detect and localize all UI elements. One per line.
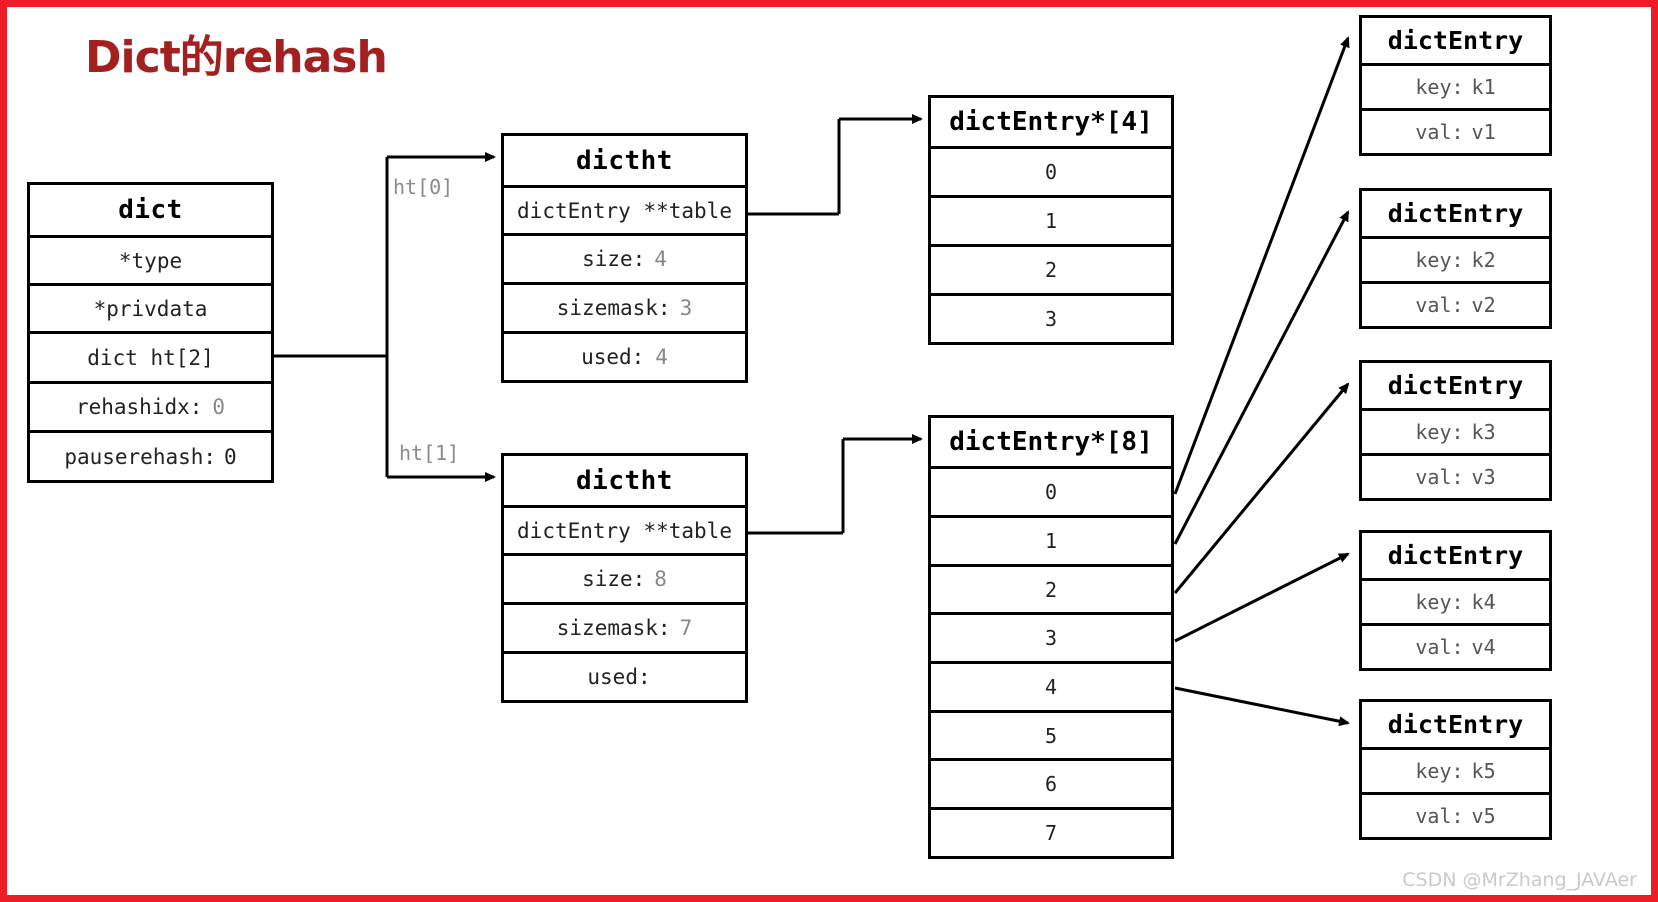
array4-slot-2: 2 [931, 244, 1171, 293]
dictentry-1-key: key:k1 [1362, 63, 1549, 108]
dictentry-box-2: dictEntry key:k2 val:v2 [1359, 188, 1552, 329]
dictht0-header: dictht [504, 136, 745, 185]
array4-slot-1: 1 [931, 195, 1171, 244]
dictentry-box-1: dictEntry key:k1 val:v1 [1359, 15, 1552, 156]
dictht1-field-sizemask: sizemask: 7 [504, 602, 745, 651]
dictentry-box-3: dictEntry key:k3 val:v3 [1359, 360, 1552, 501]
array8-slot-7: 7 [931, 807, 1171, 856]
dictentry-3-header: dictEntry [1362, 363, 1549, 408]
dictentry-3-val: val:v3 [1362, 453, 1549, 498]
dictht0-box: dictht dictEntry **table size: 4 sizemas… [501, 133, 748, 383]
array8-slot-6: 6 [931, 758, 1171, 807]
dictht1-field-table: dictEntry **table [504, 505, 745, 553]
dictentry-3-key: key:k3 [1362, 408, 1549, 453]
dictht0-field-sizemask: sizemask: 3 [504, 282, 745, 331]
dictentry-array-4: dictEntry*[4] 0 1 2 3 [928, 95, 1174, 345]
array4-header: dictEntry*[4] [931, 98, 1171, 146]
dictentry-1-header: dictEntry [1362, 18, 1549, 63]
array4-slot-3: 3 [931, 293, 1171, 342]
dictht1-header: dictht [504, 456, 745, 505]
ht0-label: ht[0] [393, 175, 454, 199]
dict-field-rehashidx: rehashidx: 0 [30, 381, 271, 430]
dictentry-4-key: key:k4 [1362, 578, 1549, 623]
dictentry-5-key: key:k5 [1362, 747, 1549, 792]
dictentry-2-key: key:k2 [1362, 236, 1549, 281]
array4-slot-0: 0 [931, 146, 1171, 195]
dictentry-box-4: dictEntry key:k4 val:v4 [1359, 530, 1552, 671]
dict-field-ht: dict ht[2] [30, 331, 271, 381]
array8-slot-1: 1 [931, 515, 1171, 564]
dict-header: dict [30, 185, 271, 235]
dictht0-field-size: size: 4 [504, 233, 745, 282]
array8-header: dictEntry*[8] [931, 418, 1171, 466]
dictentry-4-header: dictEntry [1362, 533, 1549, 578]
ht1-label: ht[1] [399, 441, 460, 465]
dictentry-array-8: dictEntry*[8] 0 1 2 3 4 5 6 7 [928, 415, 1174, 859]
dictentry-box-5: dictEntry key:k5 val:v5 [1359, 699, 1552, 840]
dict-field-type: *type [30, 235, 271, 283]
page-title: Dict的rehash [85, 32, 388, 83]
dictentry-4-val: val:v4 [1362, 623, 1549, 668]
dictentry-2-val: val:v2 [1362, 281, 1549, 326]
dictentry-1-val: val:v1 [1362, 108, 1549, 153]
dictht1-field-size: size: 8 [504, 553, 745, 602]
dictht0-field-used: used: 4 [504, 331, 745, 380]
dict-field-pauserehash: pauserehash: 0 [30, 430, 271, 480]
dict-struct-box: dict *type *privdata dict ht[2] rehashid… [27, 182, 274, 483]
array8-slot-2: 2 [931, 564, 1171, 612]
array8-slot-3: 3 [931, 612, 1171, 661]
dictht0-field-table: dictEntry **table [504, 185, 745, 233]
dict-field-privdata: *privdata [30, 283, 271, 331]
array8-slot-4: 4 [931, 661, 1171, 710]
array8-slot-0: 0 [931, 466, 1171, 515]
watermark: CSDN @MrZhang_JAVAer [1402, 869, 1637, 891]
array8-slot-5: 5 [931, 710, 1171, 758]
dictentry-2-header: dictEntry [1362, 191, 1549, 236]
dictht1-box: dictht dictEntry **table size: 8 sizemas… [501, 453, 748, 703]
dictentry-5-header: dictEntry [1362, 702, 1549, 747]
dictht1-field-used: used: [504, 651, 745, 700]
dictentry-5-val: val:v5 [1362, 792, 1549, 837]
